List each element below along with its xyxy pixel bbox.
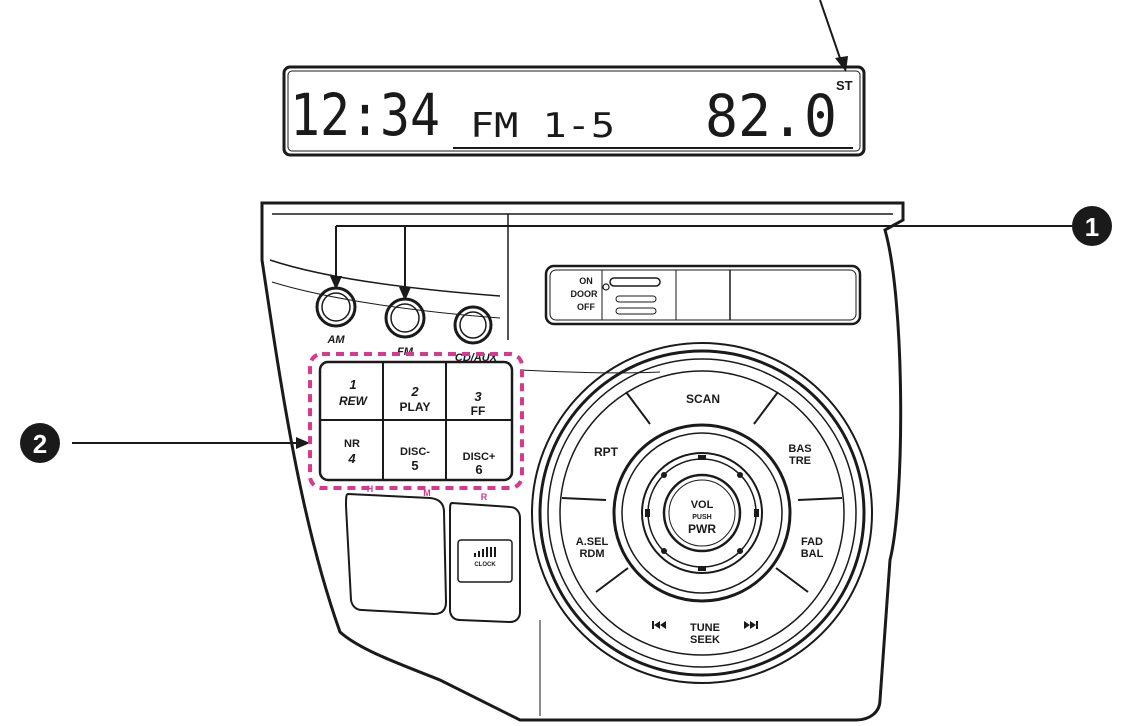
vol-label: VOL — [691, 499, 714, 511]
preset-button-1[interactable]: 1 REW — [339, 377, 369, 408]
fad-label: FAD — [801, 536, 823, 548]
callout-one-badge — [1072, 206, 1112, 246]
preset-button-3[interactable]: 3 FF — [471, 389, 486, 418]
clock-button-label: CLOCK — [474, 562, 496, 568]
fad-bal-button[interactable]: FAD BAL — [801, 536, 824, 560]
preset-strip-h: H — [367, 484, 374, 494]
preset-buttons: 1 REW 2 PLAY 3 FF NR 4 DISC- 5 DISC+ 6 H… — [308, 352, 524, 502]
preset-3-label: FF — [471, 404, 486, 418]
preset-button-5[interactable]: DISC- 5 — [400, 446, 430, 473]
preset-strip-m: M — [423, 488, 431, 498]
display-stereo-indicator: ST — [836, 78, 853, 93]
tre-label: TRE — [789, 455, 811, 467]
display-band: FM 1-5 — [470, 106, 615, 146]
skip-forward-icon — [744, 621, 758, 629]
radio-faceplate — [260, 201, 905, 722]
preset-2-label: PLAY — [400, 400, 431, 414]
preset-button-2[interactable]: 2 PLAY — [400, 384, 431, 414]
door-switch-panel: ON DOOR OFF — [544, 264, 862, 326]
seek-label: SEEK — [690, 634, 720, 646]
dial-ring-markers — [645, 455, 759, 571]
blank-panel — [344, 492, 448, 616]
preset-4-number: 4 — [347, 451, 356, 466]
callout-two: 2 — [20, 423, 310, 463]
am-button-label: AM — [326, 334, 345, 346]
am-button[interactable]: AM — [315, 286, 357, 346]
preset-3-number: 3 — [474, 389, 482, 404]
rdm-label: RDM — [579, 548, 604, 560]
vol-pwr-knob[interactable]: VOL PUSH PWR — [662, 473, 742, 553]
door-switch-off: OFF — [577, 302, 595, 312]
preset-5-number: 5 — [411, 458, 418, 473]
preset-1-label: REW — [339, 394, 369, 408]
tune-seek-button[interactable]: TUNE SEEK — [652, 621, 758, 646]
lcd-display: 12:34 FM 1-5 82.0 ST — [282, 65, 866, 157]
preset-button-6[interactable]: DISC+ 6 — [463, 451, 496, 477]
scan-button[interactable]: SCAN — [686, 392, 720, 406]
pwr-label: PWR — [688, 522, 716, 536]
tune-label: TUNE — [690, 622, 720, 634]
dial-segment-dividers — [561, 391, 843, 593]
door-switch-door: DOOR — [571, 289, 599, 299]
preset-5-label: DISC- — [400, 446, 430, 458]
preset-1-number: 1 — [349, 377, 356, 392]
scan-label: SCAN — [686, 392, 720, 406]
skip-back-icon — [652, 621, 666, 629]
asel-label: A.SEL — [576, 536, 609, 548]
clock-button[interactable] — [457, 539, 513, 583]
rpt-button[interactable]: RPT — [594, 445, 619, 459]
door-switch-on: ON — [579, 276, 593, 286]
push-label: PUSH — [692, 514, 711, 521]
clock-bars-icon — [474, 547, 496, 557]
preset-6-number: 6 — [475, 462, 482, 477]
callout-two-number: 2 — [33, 429, 47, 459]
stereo-pointer-arrow — [819, 0, 848, 72]
bal-label: BAL — [801, 548, 824, 560]
clock-button-frame — [449, 501, 521, 624]
display-clock: 12:34 — [290, 81, 440, 149]
preset-6-label: DISC+ — [463, 451, 496, 463]
callout-two-badge — [20, 423, 60, 463]
preset-strip-r: R — [481, 492, 488, 502]
lower-left-panels: CLOCK — [344, 492, 521, 624]
bas-tre-button[interactable]: BAS TRE — [788, 443, 811, 467]
asel-rdm-button[interactable]: A.SEL RDM — [576, 536, 609, 560]
preset-button-4[interactable]: NR 4 — [344, 438, 360, 466]
callout-one-number: 1 — [1085, 212, 1099, 242]
preset-4-label: NR — [344, 438, 360, 450]
preset-2-number: 2 — [410, 384, 419, 399]
callout-one: 1 — [330, 206, 1112, 301]
bas-label: BAS — [788, 443, 811, 455]
display-frequency: 82.0 — [705, 82, 837, 150]
control-dial: VOL PUSH PWR SCAN RPT BAS TRE A.SEL RDM … — [531, 342, 873, 684]
door-switch-slider[interactable] — [609, 277, 661, 287]
rpt-label: RPT — [594, 445, 619, 459]
